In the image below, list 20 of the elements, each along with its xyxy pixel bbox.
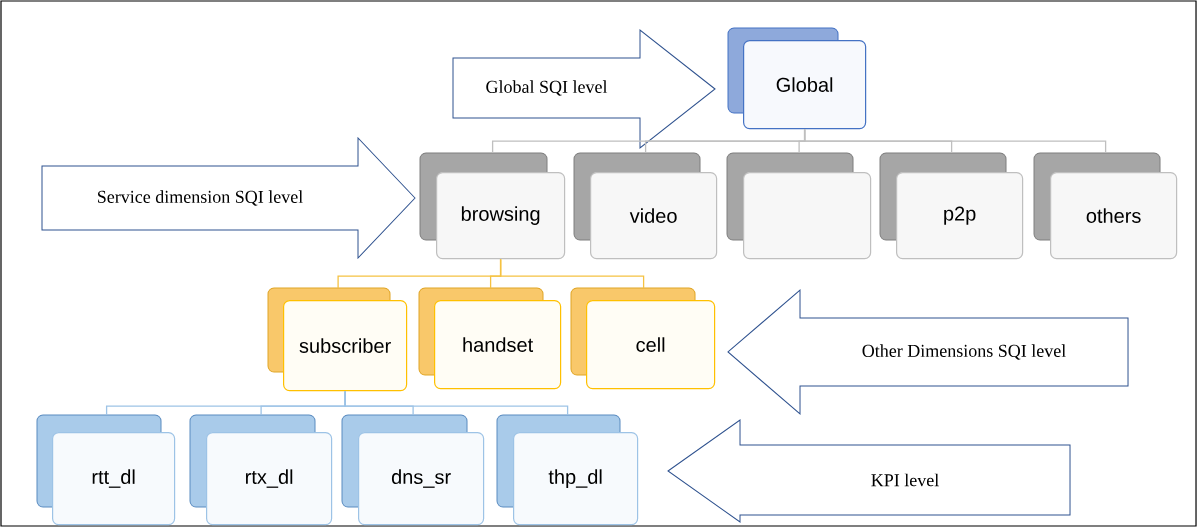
hierarchy-box: rtx_dl [189, 414, 333, 526]
hierarchy-box: others [1033, 152, 1178, 260]
level-label: Other Dimensions SQI level [862, 344, 1066, 360]
hierarchy-box: rtt_dl [36, 414, 176, 526]
level-label: KPI level [871, 473, 939, 487]
level-label: Service dimension SQI level [98, 190, 303, 206]
hierarchy-box: Global [727, 27, 867, 130]
hierarchy-box: cell [570, 287, 716, 390]
level-label: Global SQI level [486, 80, 608, 96]
hierarchy-box [726, 152, 872, 260]
hierarchy-box: subscriber [267, 287, 408, 392]
connector-line [803, 128, 1107, 154]
hierarchy-box: thp_dl [496, 414, 639, 526]
connector-line [499, 258, 645, 289]
hierarchy-box: p2p [879, 152, 1024, 260]
hierarchy-box: video [573, 152, 718, 260]
hierarchy-box: browsing [419, 152, 566, 260]
hierarchy-box: handset [418, 287, 562, 390]
hierarchy-box: dns_sr [341, 414, 485, 526]
connector-line [344, 390, 569, 416]
